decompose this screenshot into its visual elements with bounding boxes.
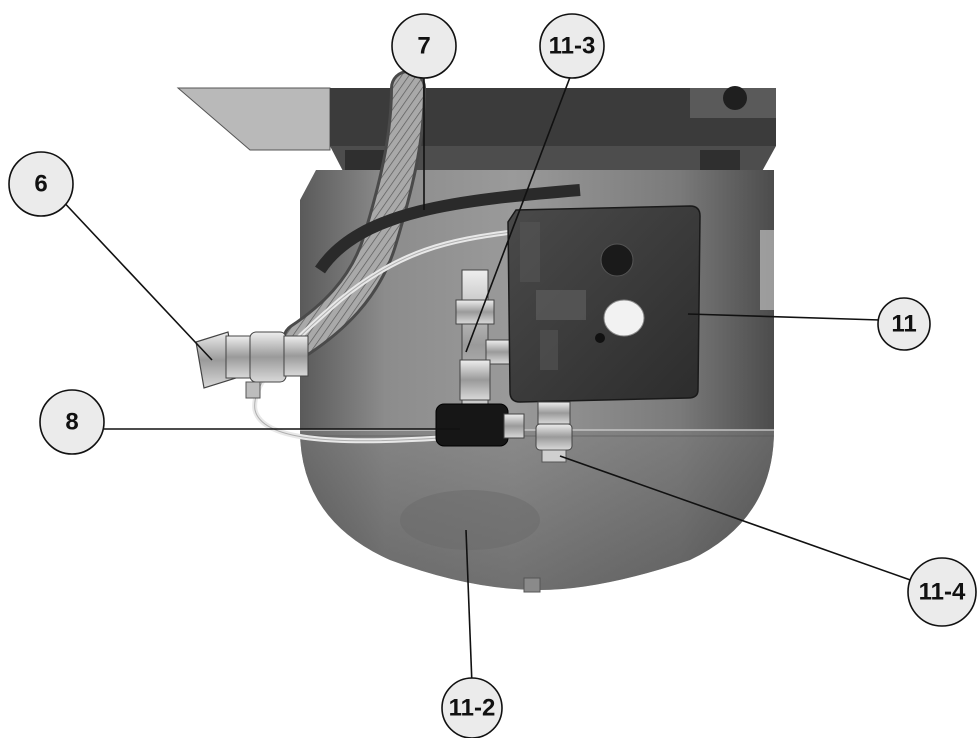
callout-label-11: 11 (891, 311, 916, 338)
callout-7: 7 (391, 13, 457, 79)
callout-11-4: 11-4 (907, 557, 977, 627)
leader-11-3 (465, 71, 573, 353)
leader-11-2 (465, 529, 473, 686)
callout-11: 11 (877, 297, 931, 351)
pressure-gauge (435, 403, 525, 447)
callout-label-8: 8 (65, 409, 78, 436)
callout-label-11-4: 11-4 (919, 579, 966, 606)
leader-lines (57, 71, 917, 686)
callout-8: 8 (39, 389, 105, 455)
rubber-hose (315, 184, 581, 274)
callout-6: 6 (8, 151, 74, 217)
quick-coupling (535, 401, 573, 463)
callout-label-11-2: 11-2 (449, 695, 496, 722)
braided-hose (282, 70, 426, 358)
callout-11-3: 11-3 (539, 13, 605, 79)
callout-11-2: 11-2 (441, 677, 503, 738)
callout-label-7: 7 (417, 33, 430, 60)
outlet-fitting (195, 331, 309, 399)
pressure-switch (507, 205, 701, 403)
leader-11-4 (559, 455, 917, 583)
check-valve (455, 269, 517, 421)
leader-11 (687, 313, 881, 321)
callout-label-6: 6 (34, 171, 47, 198)
callout-label-11-3: 11-3 (549, 33, 596, 60)
leader-6 (57, 195, 213, 361)
